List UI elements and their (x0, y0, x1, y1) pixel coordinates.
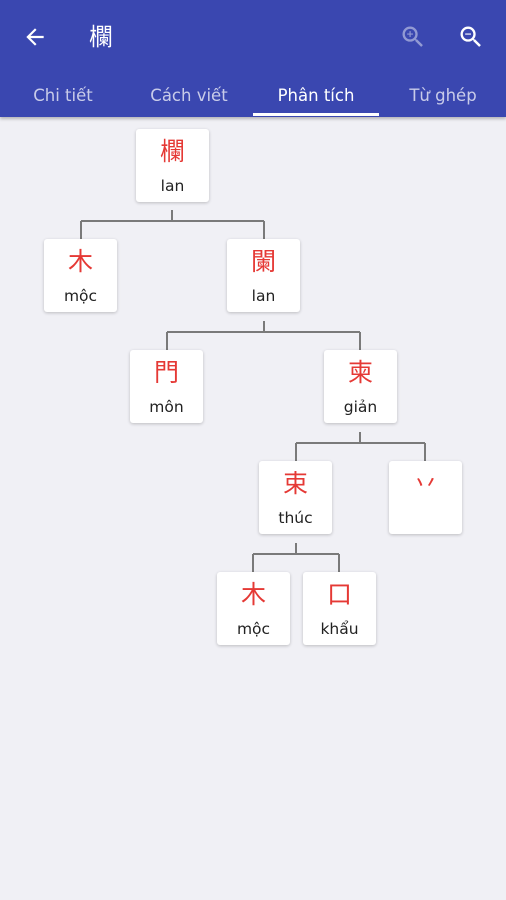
app-bar: 欄 Chi tiết Cách viết Phân tích Từ ghép (0, 0, 506, 117)
tree-connectors (80, 210, 426, 572)
node-character: 柬 (347, 358, 373, 387)
tree-node[interactable]: 門 môn (130, 350, 203, 423)
node-reading: thúc (278, 509, 313, 527)
node-character: 木 (240, 580, 266, 609)
node-character: 丷 (412, 469, 438, 498)
node-character: 欄 (159, 137, 185, 166)
node-character: 口 (326, 580, 352, 609)
node-reading: giản (343, 398, 378, 416)
connector-n1 (80, 210, 265, 239)
tab-bar: Chi tiết Cách viết Phân tích Từ ghép (0, 74, 506, 117)
zoom-in-icon (402, 26, 423, 47)
node-reading: lan (160, 177, 185, 195)
zoom-out-button[interactable] (454, 20, 488, 54)
tab-tu-ghep[interactable]: Từ ghép (409, 86, 477, 105)
page-title: 欄 (89, 23, 113, 51)
node-reading: mộc (236, 620, 271, 638)
node-character: 束 (282, 469, 308, 498)
tree-node[interactable]: 木 mộc (44, 239, 117, 312)
tree-node[interactable]: 束 thúc (259, 461, 332, 534)
decomposition-tree: 欄 lan 木 mộc 闌 lan 門 môn 柬 giản 束 thúc 丷 … (0, 117, 506, 900)
tab-phan-tich[interactable]: Phân tích (277, 86, 355, 105)
tab-cach-viet[interactable]: Cách viết (150, 86, 228, 105)
tree-node[interactable]: 口 khẩu (303, 572, 376, 645)
node-character: 木 (67, 247, 93, 276)
tree-node-root[interactable]: 欄 lan (136, 129, 209, 202)
node-reading: khẩu (320, 620, 359, 638)
connector-n6 (252, 543, 340, 572)
connector-n5 (295, 432, 426, 461)
back-button[interactable] (18, 20, 52, 54)
node-reading: mộc (63, 287, 98, 305)
node-character: 闌 (250, 247, 276, 276)
node-reading: lan (251, 287, 276, 305)
node-reading: môn (149, 398, 184, 416)
arrow-back-icon (26, 28, 44, 46)
zoom-out-icon (460, 26, 481, 47)
tree-node[interactable]: 木 mộc (217, 572, 290, 645)
tree-node[interactable]: 柬 giản (324, 350, 397, 423)
tree-node[interactable]: 丷 (389, 461, 462, 534)
connector-n3 (166, 321, 361, 350)
node-character: 門 (153, 358, 179, 387)
active-tab-indicator (253, 113, 379, 116)
zoom-in-button[interactable] (396, 20, 430, 54)
tab-chi-tiet[interactable]: Chi tiết (33, 86, 93, 105)
tree-node[interactable]: 闌 lan (227, 239, 300, 312)
